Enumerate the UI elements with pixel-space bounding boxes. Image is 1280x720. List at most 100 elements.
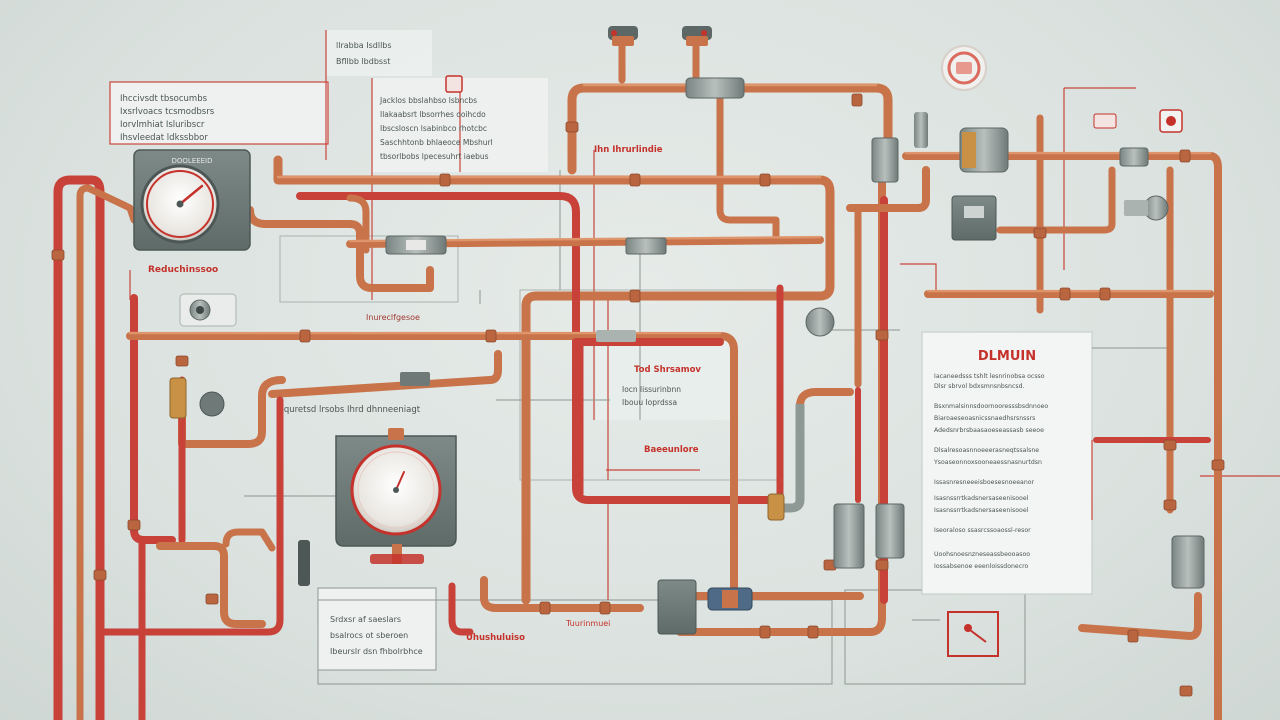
bottom-red-label-2: Tuurinmuei [565,619,610,628]
pipe-fitting [205,593,219,605]
bottom-left-text: Srdxsr af saeslars bsalrocs ot sberoen I… [330,615,423,656]
center-panel [596,336,732,420]
marker-icon [947,611,999,657]
top-left-line: Ixsrlvoacs tcsmodbsrs [120,107,215,117]
gauge-needle [395,471,405,491]
pipe-fitting [807,625,819,639]
pressure-gauge-left: DOOLEEEID [133,149,251,251]
right-panel-line: Iossabsenoe eeenloissdonecro [934,563,1029,570]
right-panel-line: Iseoraloso ssasrcssoaossl-resor [934,527,1031,534]
check-valve-icon [385,235,447,255]
top-center-header-text: llrabba Isdllbs Bfllbb lbdbsst [336,41,392,66]
pressure-gauge-center [335,428,457,564]
pressure-switch-icon [805,307,835,337]
control-box-icon [833,503,905,569]
pipe-fitting [127,519,141,531]
lower-left-elbow [222,528,276,552]
regulator-icon [1171,535,1205,589]
pipe-fitting [51,249,65,261]
bottom-red-label: Uhushuluiso [466,633,525,643]
bottom-left-line: Ibeurslr dsn fhbolrbhce [330,647,423,656]
bottom-main-pipe [480,576,644,612]
top-valves [445,26,1183,133]
pipe-fitting [1179,685,1193,697]
top-arch-pipe [567,83,893,175]
right-panel-line: Uoohsnoesnzneseassbeooasoo [934,551,1030,558]
bottom-right-loop [676,176,886,636]
upper-red-loop [296,192,784,504]
center-red-label: Tod Shrsamov [634,365,701,375]
small-box-icon [1093,113,1117,129]
top-left-line: Iorvlmhiat Isluribscr [120,120,205,130]
control-box-icon [951,195,997,241]
control-box-icon [657,579,697,635]
bottom-left-panel [317,587,437,671]
alarm-icon [1159,109,1183,133]
top-center-box-line: tbsorlbobs lpecesuhrt iaebus [380,152,489,161]
right-panel-line: Iacaneedsss tshlt lesnrinobsa ocsso [934,373,1045,380]
pipe-fitting [629,173,641,187]
pipe-fitting [629,289,641,303]
right-panel-title: DLMUIN [978,349,1036,364]
center-box-line: Iocn lissurinbnn [622,385,681,394]
inline-valve-icon [596,330,636,342]
top-drop-pipe [716,90,780,240]
pipe-fitting [1059,287,1071,301]
pipe-fitting [93,569,107,581]
top-main-pipe [273,155,835,605]
brass-fitting-icon [767,493,785,521]
pipe-fitting [759,625,771,639]
pipe-fitting [485,329,497,343]
lower-left-fittings [156,542,266,628]
cap-icon [298,540,310,586]
pipe-fitting [851,93,863,107]
solenoid-valve-icon [707,587,753,611]
pipe-fittings [51,93,1225,697]
diagram-labels: Ihn Ihrurlindie Reduchinssoo Inureclfges… [148,145,701,643]
valve-stem-icon [914,112,928,148]
pipe-fitting [565,121,579,133]
right-text-panel [921,331,1093,595]
left-red-label: Reduchinssoo [148,265,218,275]
right-panel-content: DLMUIN Iacaneedsss tshlt lesnrinobsa ocs… [933,349,1048,570]
pipe-fitting [1127,629,1139,643]
top-left-line: Ihsvleedat ldkssbbor [120,133,208,143]
steel-elbow-pipe [796,388,854,410]
pipe-fitting [539,601,551,615]
top-center-box-text: Jacklos bbslahbso lsbncbs Ilakaabsrt lbs… [379,96,493,161]
pipe-fitting [599,601,611,615]
pipe-fitting [439,173,451,187]
right-lower-elbow [1078,592,1202,640]
pipe-fitting [759,173,771,187]
center-box-text: Iocn lissurinbnn Ibouu Ioprdssa [622,385,681,407]
gate-valve-icon [625,237,667,255]
right-panel-line: Bsxnmalsinnsdoornooresssbsdnnoeo [934,403,1048,410]
bottom-red-connector [448,582,474,636]
pipe-label-mid: Inureclfgesoe [366,313,420,322]
left-riser-pipe [53,175,105,720]
gauge-panel-title: DOOLEEEID [171,157,212,165]
inline-valve-icon [400,372,430,386]
top-center-panel [326,30,432,76]
gauge-needle [178,184,204,206]
bottom-left-line: bsalrocs ot sberoen [330,631,408,640]
bottom-center-panel [317,599,833,685]
top-center-box-line: Ibscsloscn lsabinbco rhotcbc [380,124,487,133]
right-panel-line: Issasnresneeeisboesesnoeeanor [934,479,1035,486]
right-panel-line: Ysoaseonnoxsooneaessnasnurtdsn [933,459,1042,466]
right-panel-line: Isasnssrrtkadsnersaseenisooel [934,495,1029,502]
center-vertical-red [96,396,284,636]
upper-left-loop [246,206,434,292]
top-center-box-line: Saschhtonb bhlaeoce Mbshurl [380,138,493,147]
right-upper-run [902,152,1222,720]
top-red-label: Ihn Ihrurlindie [594,145,663,155]
pipe-fitting [1033,227,1047,239]
center-lower-label: Baeeunlore [644,445,699,455]
pressure-reducer-icon [169,377,225,419]
top-center-box-line: Ilakaabsrt lbsorrhes ooihcdo [380,110,486,119]
right-panel-line: Biaroaeseoasnicssnaedhsrsnssrs [934,415,1035,422]
pipe-label-center: Bquretsd lrsobs Ihrd dhnneeniagt [278,405,421,415]
flow-meter-icon [179,293,237,327]
inline-components [169,112,1205,635]
